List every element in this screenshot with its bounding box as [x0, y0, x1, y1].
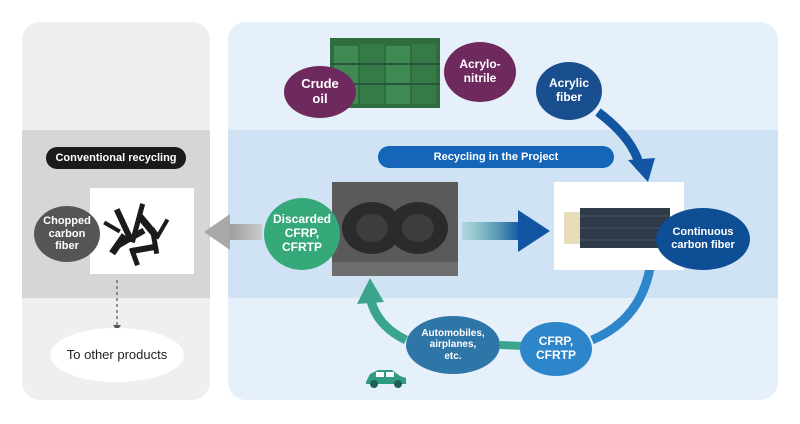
conventional-recycling-label: Conventional recycling [46, 147, 186, 169]
cfrp-cfrtp-circle: CFRP, CFRTP [520, 322, 592, 376]
acrylonitrile-circle: Acrylo- nitrile [444, 42, 516, 102]
arrow-to-continuous-head [518, 210, 550, 252]
arrow-auto-to-discarded-head [357, 278, 384, 304]
chopped-fiber-photo [90, 188, 194, 274]
arrow-to-conventional-shaft [228, 224, 262, 240]
discarded-cfrp-photo [332, 182, 458, 276]
recycling-project-label: Recycling in the Project [378, 146, 614, 168]
continuous-carbon-fiber-circle: Continuous carbon fiber [656, 208, 750, 270]
arrow-to-conventional-head [204, 214, 230, 250]
arrow-acrylic-to-cf-head [628, 158, 655, 182]
acrylic-fiber-circle: Acrylic fiber [536, 62, 602, 120]
chopped-carbon-fiber-circle: Chopped carbon fiber [34, 206, 100, 262]
automobiles-circle: Automobiles, airplanes, etc. [406, 316, 500, 374]
crude-oil-circle: Crude oil [284, 66, 356, 118]
car-icon [366, 370, 406, 388]
arrow-to-continuous-shaft [462, 222, 520, 240]
other-products-oval: To other products [50, 328, 184, 382]
discarded-cfrp-circle: Discarded CFRP, CFRTP [264, 198, 340, 270]
arrow-cf-to-cfrp [590, 267, 655, 345]
